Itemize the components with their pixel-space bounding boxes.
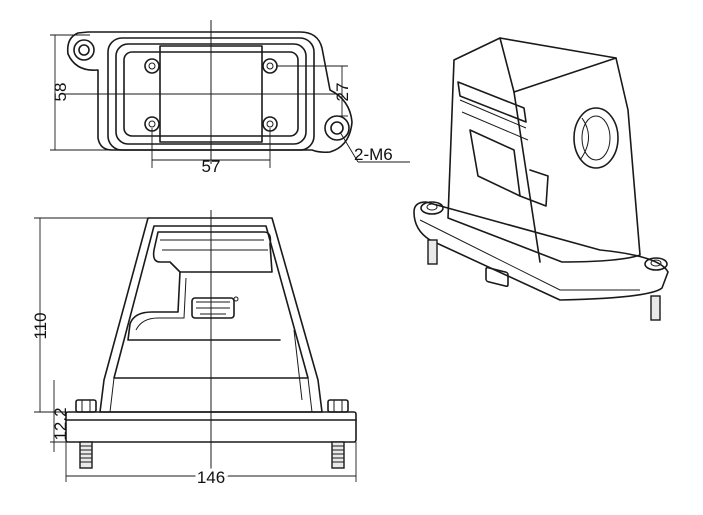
mounting-hole-right: [324, 115, 350, 141]
bolt-left: [75, 399, 97, 469]
dimension-57-label: 57: [202, 157, 221, 176]
dimension-58-label: 58: [51, 83, 70, 102]
front-view: [65, 210, 357, 470]
dimension-146-label: 146: [197, 468, 225, 487]
screw-head-top-left: [144, 58, 160, 74]
bolt-right: [327, 399, 349, 469]
dimension-110-label: 110: [31, 312, 50, 339]
isometric-view: [413, 37, 669, 321]
dimension-146: 146: [65, 442, 357, 490]
dimension-110: 110: [31, 217, 150, 413]
mounting-hole-left: [73, 39, 95, 61]
dimension-27-label: 27: [333, 83, 352, 102]
top-view: [60, 20, 353, 164]
dimension-58: 58: [50, 34, 110, 151]
dimension-12-2: 12.2: [50, 380, 70, 452]
screw-head-top-right: [262, 58, 278, 74]
dimension-12-2-label: 12.2: [51, 407, 70, 440]
thread-callout: 2-M6: [339, 131, 410, 164]
iso-bolt-right: [644, 257, 668, 321]
dimension-27: 27: [276, 65, 352, 117]
thread-callout-label: 2-M6: [354, 145, 393, 164]
dimension-57: 57: [151, 128, 271, 176]
iso-bolt-left: [420, 201, 444, 265]
